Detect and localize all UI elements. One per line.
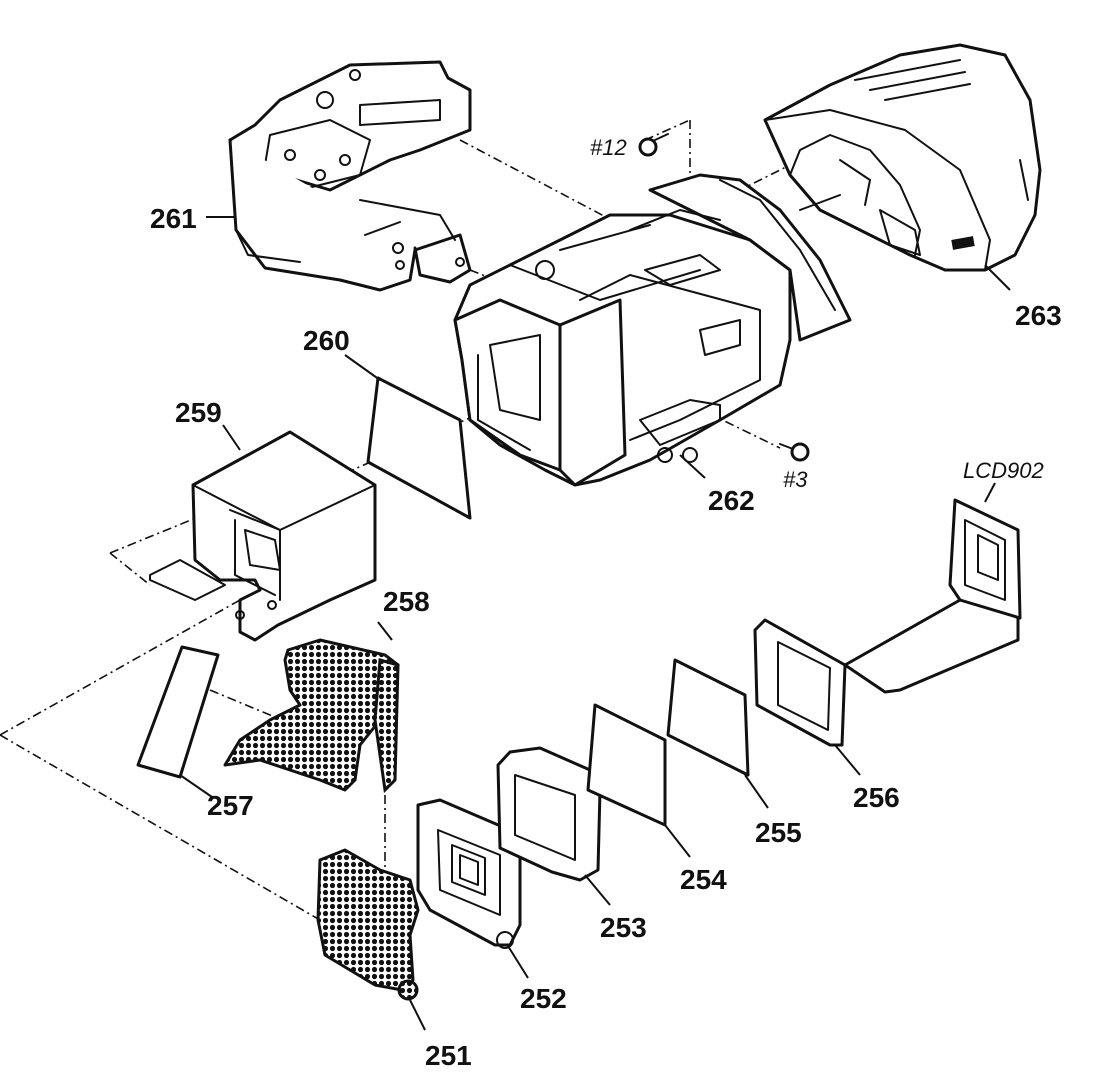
part-253-frame xyxy=(496,746,611,906)
label-255: 255 xyxy=(755,817,802,848)
callout-labels: 261 263 260 259 262 258 257 256 255 254 … xyxy=(150,135,1062,1071)
part-259-block xyxy=(149,424,377,642)
callout-leaders xyxy=(206,216,1011,479)
screw-3 xyxy=(779,442,810,462)
label-254: 254 xyxy=(680,864,727,895)
part-lcd902 xyxy=(843,482,1022,694)
label-260: 260 xyxy=(303,325,350,356)
label-screw-12: #12 xyxy=(590,135,627,160)
label-256: 256 xyxy=(853,782,900,813)
part-256-frame xyxy=(753,618,861,776)
part-260-plate xyxy=(366,376,472,520)
label-253: 253 xyxy=(600,912,647,943)
screw-12 xyxy=(638,133,669,157)
part-252-holder xyxy=(416,798,529,979)
part-258-sheet xyxy=(223,621,400,794)
part-251-board xyxy=(316,848,426,1031)
label-screw-3: #3 xyxy=(783,467,808,492)
label-263: 263 xyxy=(1015,300,1062,331)
part-262-lens-housing xyxy=(453,173,852,487)
part-263-front-cover xyxy=(763,43,1042,272)
label-251: 251 xyxy=(425,1040,472,1071)
part-255-plate xyxy=(666,658,769,809)
label-258: 258 xyxy=(383,586,430,617)
label-257: 257 xyxy=(207,790,254,821)
label-262: 262 xyxy=(708,485,755,516)
part-257-strip xyxy=(136,645,220,798)
label-261: 261 xyxy=(150,203,197,234)
part-261-bracket xyxy=(228,60,472,292)
part-254-plate xyxy=(586,703,691,858)
label-259: 259 xyxy=(175,397,222,428)
label-lcd902: LCD902 xyxy=(963,458,1044,483)
label-252: 252 xyxy=(520,983,567,1014)
